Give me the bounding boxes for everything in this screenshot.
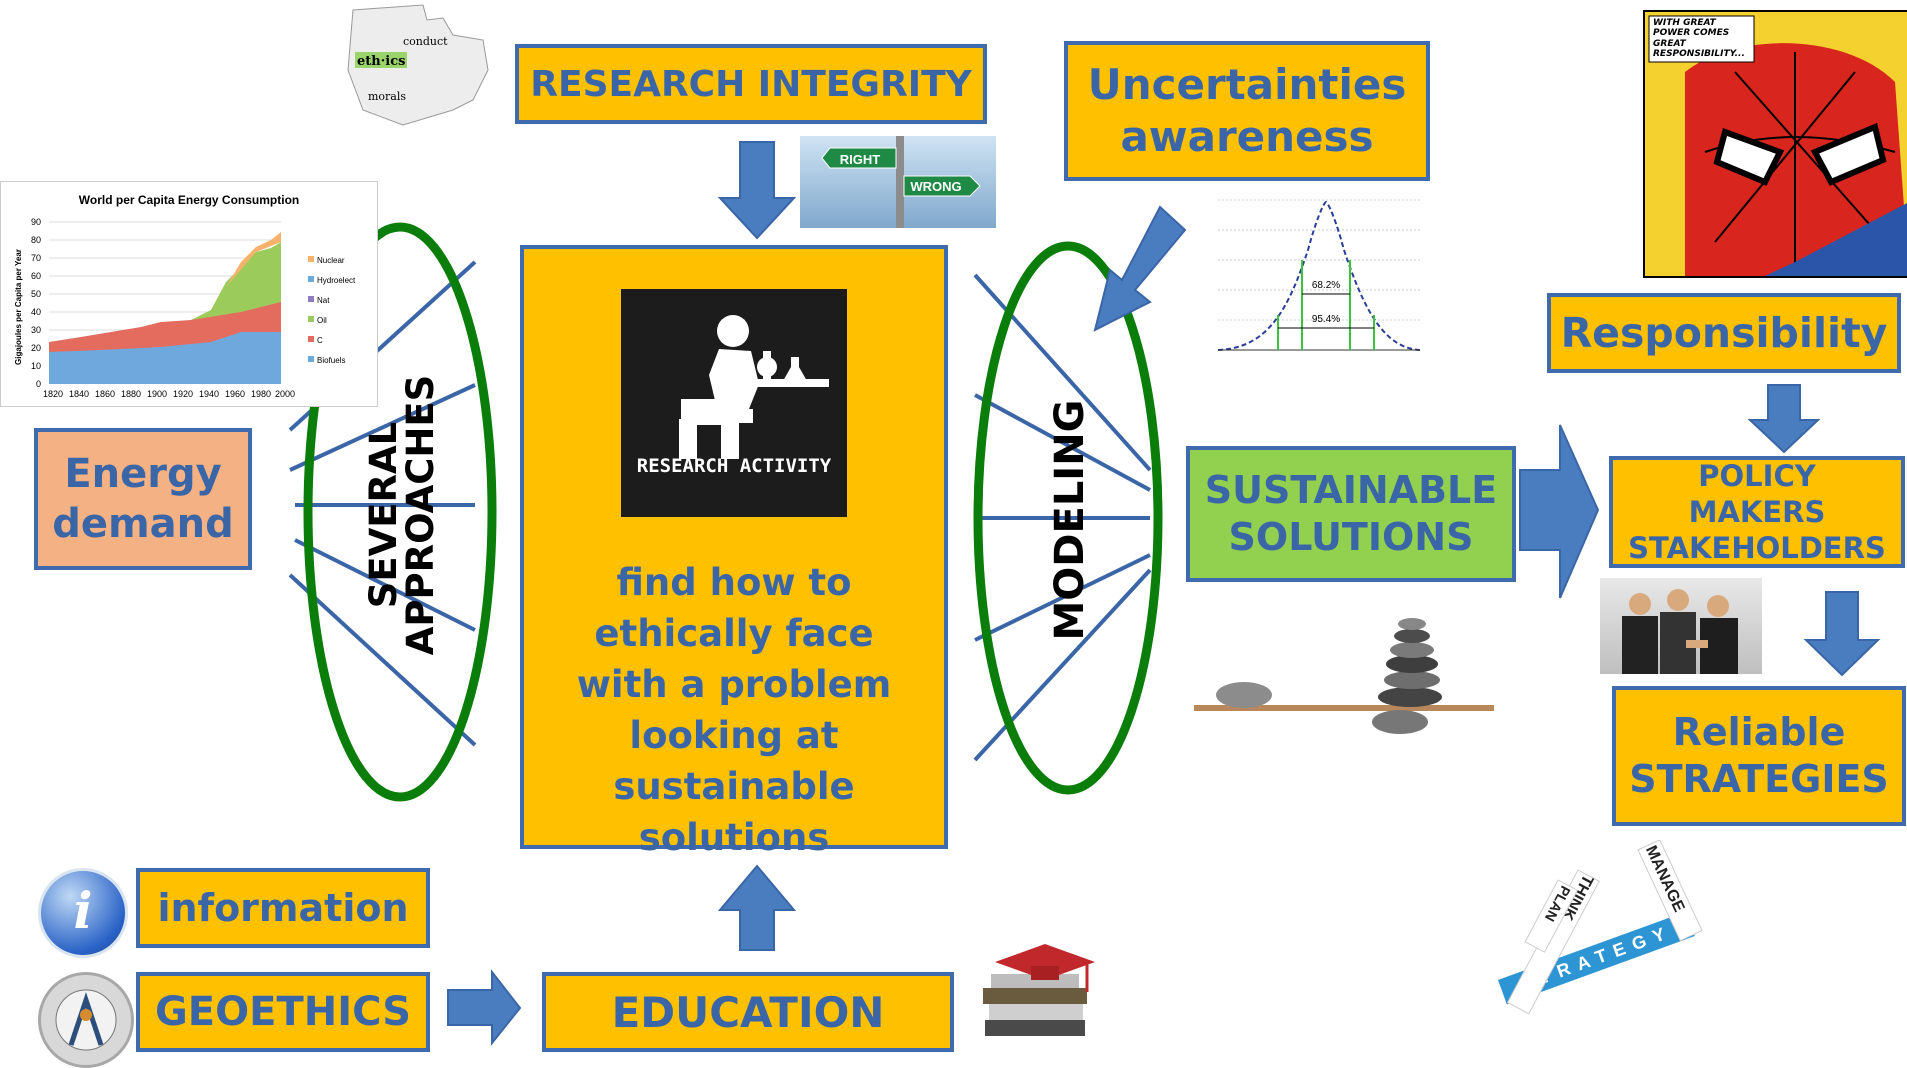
information-label: information xyxy=(157,886,409,930)
xtick: 1960 xyxy=(225,389,245,399)
geoethics-logo-icon xyxy=(38,972,134,1068)
arrow-right-geoethics xyxy=(447,969,522,1046)
info-icon-glyph: i xyxy=(73,881,93,940)
modeling-text: MODELING xyxy=(1047,399,1093,641)
policy-makers-label: POLICY MAKERS STAKEHOLDERS xyxy=(1628,458,1886,566)
legend-item: Nuclear xyxy=(317,256,345,265)
modeling-label: MODELING xyxy=(1047,385,1100,655)
research-activity-label: RESEARCH ACTIVITY xyxy=(637,455,832,477)
signpost-image: RIGHT WRONG xyxy=(800,136,996,228)
central-box: RESEARCH ACTIVITY find how to ethically … xyxy=(520,245,948,859)
energy-demand-label: Energy demand xyxy=(52,451,234,547)
legend-item: Nat xyxy=(317,296,330,305)
education-box: EDUCATION xyxy=(542,972,954,1052)
research-activity-icon: RESEARCH ACTIVITY xyxy=(621,289,847,517)
geoethics-box: GEOETHICS xyxy=(136,972,430,1052)
normal-distribution-image: 68.2% 95.4% xyxy=(1198,190,1426,360)
ethics-word: morals xyxy=(368,90,406,103)
ethics-word: eth·ics xyxy=(357,54,405,69)
ytick: 50 xyxy=(31,289,41,299)
sign-right-text: RIGHT xyxy=(840,152,881,167)
xtick: 1920 xyxy=(173,389,193,399)
left-ellipse xyxy=(303,222,497,802)
xtick: 1840 xyxy=(69,389,89,399)
xtick: 2000 xyxy=(275,389,295,399)
information-box: information xyxy=(136,868,430,948)
arrow-down-policy xyxy=(1803,591,1881,677)
spiderman-caption: WITH GREAT POWER COMES GREAT RESPONSIBIL… xyxy=(1653,18,1745,60)
ytick: 80 xyxy=(31,235,41,245)
left-rays xyxy=(288,260,477,747)
legend-item: C xyxy=(317,336,323,345)
xtick: 1900 xyxy=(147,389,167,399)
education-label: EDUCATION xyxy=(611,987,885,1037)
energy-chart-ylabel: Gigajoules per Capita per Year xyxy=(14,249,23,365)
research-integrity-label: RESEARCH INTEGRITY xyxy=(530,63,972,105)
xtick: 1820 xyxy=(43,389,63,399)
arrow-diagonal-uncertainties xyxy=(1093,205,1187,332)
arrow-up-education xyxy=(717,864,797,951)
ytick: 10 xyxy=(31,361,41,371)
right-ellipse xyxy=(973,241,1163,795)
business-people-image xyxy=(1600,578,1762,674)
sign-wrong-text: WRONG xyxy=(910,179,961,194)
ytick: 30 xyxy=(31,325,41,335)
legend-item: Hydroelect xyxy=(317,276,356,285)
research-integrity-box: RESEARCH INTEGRITY xyxy=(515,44,987,124)
arrow-down-integrity xyxy=(717,141,797,240)
balance-stones-image xyxy=(1180,600,1504,750)
uncertainties-label: Uncertainties awareness xyxy=(1087,59,1407,162)
right-rays xyxy=(973,273,1152,762)
graduation-books-image xyxy=(975,940,1101,1050)
normal-outer-label: 95.4% xyxy=(1312,314,1340,325)
energy-chart-image: World per Capita Energy Consumption 0 10… xyxy=(0,181,378,407)
spiderman-image: WITH GREAT POWER COMES GREAT RESPONSIBIL… xyxy=(1643,10,1907,278)
ytick: 40 xyxy=(31,307,41,317)
ytick: 20 xyxy=(31,343,41,353)
reliable-strategies-label: Reliable STRATEGIES xyxy=(1629,709,1889,802)
ytick: 70 xyxy=(31,253,41,263)
central-text: find how to ethically face with a proble… xyxy=(576,561,892,860)
sustainable-solutions-box: SUSTAINABLE SOLUTIONS xyxy=(1186,446,1516,582)
policy-makers-box: POLICY MAKERS STAKEHOLDERS xyxy=(1609,456,1905,568)
arrow-right-sustainable xyxy=(1519,424,1600,599)
xtick: 1860 xyxy=(95,389,115,399)
normal-inner-label: 68.2% xyxy=(1312,280,1340,291)
responsibility-label: Responsibility xyxy=(1560,309,1888,357)
legend-item: Biofuels xyxy=(317,356,345,365)
strategy-crossword-image: STRATEGY THINK MANAGE PLAN xyxy=(1488,840,1718,1040)
energy-chart-title: World per Capita Energy Consumption xyxy=(79,193,299,207)
xtick: 1980 xyxy=(251,389,271,399)
responsibility-box: Responsibility xyxy=(1547,293,1901,373)
xtick: 1880 xyxy=(121,389,141,399)
reliable-strategies-box: Reliable STRATEGIES xyxy=(1612,686,1906,826)
sustainable-solutions-label: SUSTAINABLE SOLUTIONS xyxy=(1204,467,1498,560)
uncertainties-box: Uncertainties awareness xyxy=(1064,41,1430,181)
legend-item: Oil xyxy=(317,316,327,325)
ethics-word: conduct xyxy=(403,35,448,48)
ytick: 0 xyxy=(36,379,41,389)
info-icon: i xyxy=(38,868,128,958)
several-approaches-label: SEVERAL APPROACHES xyxy=(362,365,445,665)
energy-demand-box: Energy demand xyxy=(34,428,252,570)
ytick: 60 xyxy=(31,271,41,281)
geoethics-label: GEOETHICS xyxy=(154,989,412,1035)
xtick: 1940 xyxy=(199,389,219,399)
ethics-puzzle-image: conduct eth·ics morals xyxy=(343,0,493,130)
ytick: 90 xyxy=(31,217,41,227)
arrow-down-responsibility xyxy=(1747,384,1821,454)
several-approaches-text: SEVERAL APPROACHES xyxy=(362,374,442,656)
